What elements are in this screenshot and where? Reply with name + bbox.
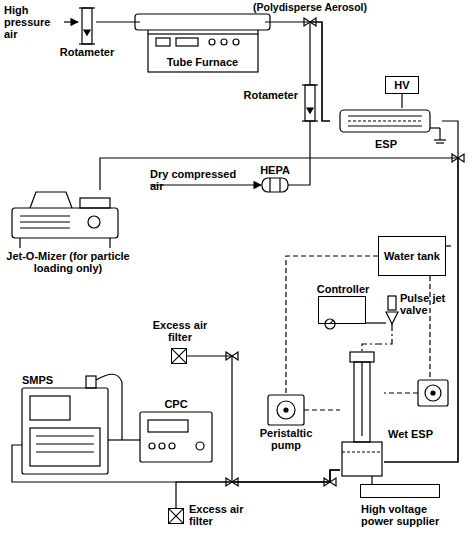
equipment-box: Excess air filter [168, 508, 184, 524]
pipe-connector [288, 121, 310, 185]
node-label: Peristaltic pump [256, 427, 316, 451]
equipment-symbol: Rotameter [302, 85, 318, 121]
node-label: CPC [146, 398, 206, 410]
pipe-connector [286, 256, 378, 395]
node-label: HV [394, 79, 409, 91]
pipe-connector [100, 158, 458, 462]
pipe-connector [187, 356, 340, 482]
filter-cross [169, 509, 183, 523]
node-label: Tube Furnace [140, 56, 265, 68]
node-label: Jet-O-Mizer (for particle loading only) [2, 250, 134, 274]
equipment-symbol: Jet-O-Mizer (for particle loading only) [6, 190, 124, 248]
equipment-box: HV [385, 76, 419, 94]
equipment-box: Excess air filter [171, 348, 187, 364]
node-label: Excess air filter [150, 319, 210, 343]
pipe-connector [401, 94, 402, 108]
node-label: Controller [313, 283, 373, 295]
equipment-symbol: CPC [140, 412, 212, 462]
pipe-connector [366, 322, 386, 323]
node-label: High voltage power supplier [361, 503, 457, 527]
node-label: Rotameter [240, 89, 298, 101]
pipe-connector [108, 439, 140, 440]
equipment-symbol: Rotameter [78, 8, 96, 44]
node-label: Water tank [384, 250, 440, 262]
pipe-connector [265, 22, 330, 121]
pipe-connector [384, 121, 458, 462]
flow-label: Dry compressed air [150, 168, 250, 192]
equipment-box: High voltage power supplier [360, 484, 440, 498]
node-label: Wet ESP [388, 428, 438, 440]
flow-label: High pressure air [4, 4, 64, 40]
equipment-symbol: Pulse jet valve [386, 296, 398, 324]
pipe-connector [371, 476, 372, 484]
node-label: Pulse jet valve [400, 292, 452, 316]
filter-cross [172, 349, 186, 363]
node-label: SMPS [22, 374, 82, 386]
node-label: Excess air filter [189, 503, 249, 527]
equipment-symbol: HEPA [262, 178, 288, 192]
equipment-symbol: Peristaltic pump [268, 395, 304, 425]
pipe-connector [96, 21, 140, 22]
equipment-box: Controller [318, 296, 366, 324]
node-label: ESP [356, 138, 416, 150]
pipe-connector [304, 409, 340, 410]
node-label: HEPA [250, 164, 300, 176]
equipment-symbol: ESP [330, 108, 442, 134]
flow-label: (Polydisperse Aerosol) [249, 1, 371, 13]
equipment-symbol: Wet ESP [340, 352, 384, 476]
pipe-connector [310, 22, 330, 121]
equipment-symbol: Tube Furnace [140, 6, 265, 74]
equipment-symbol: SMPS [22, 388, 108, 474]
pipe-connector [176, 470, 340, 508]
pipe-connector [362, 324, 392, 352]
equipment-box: Water tank [378, 236, 446, 276]
node-label: Rotameter [57, 46, 117, 58]
